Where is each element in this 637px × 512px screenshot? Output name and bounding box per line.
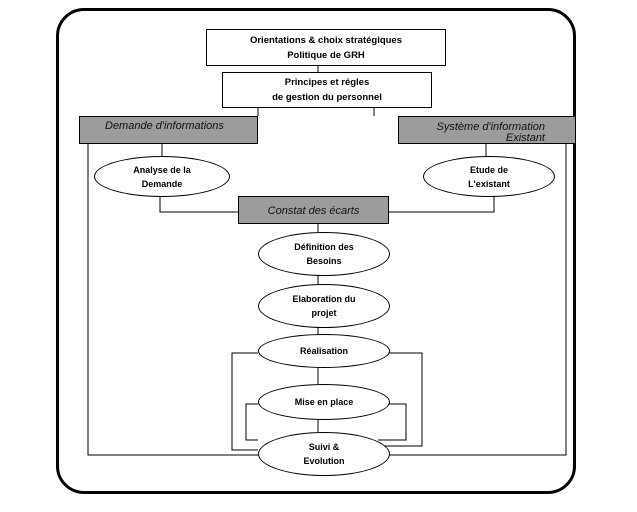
demand-analysis-line2: Demande — [141, 178, 183, 189]
step-realisation-oval: Réalisation — [258, 334, 390, 368]
gap-analysis-label: Constat des écarts — [267, 205, 360, 217]
management-principles-line2: de gestion du personnel — [272, 92, 382, 103]
existing-system-line1: Système d'information — [436, 121, 545, 133]
information-demand-bar: Demande d'informations — [79, 116, 258, 144]
project-design-line1: Elaboration du — [292, 294, 356, 304]
strategic-orientation-line2: Politique de GRH — [287, 49, 365, 61]
monitoring-line2: Evolution — [303, 456, 345, 466]
gap-analysis-bar: Constat des écarts — [238, 196, 389, 224]
needs-definition-line1: Définition des — [294, 242, 354, 252]
step-monitoring-oval: Suivi & Evolution — [258, 432, 390, 476]
project-design-line2: projet — [311, 308, 337, 318]
strategic-orientation-box: Orientations & choix stratégiques Politi… — [206, 29, 446, 66]
existing-study-line1: Etude de — [469, 164, 508, 175]
diagram-frame — [56, 8, 576, 494]
needs-definition-line2: Besoins — [306, 256, 342, 266]
deployment-label: Mise en place — [294, 397, 354, 407]
monitoring-line1: Suivi & — [308, 442, 340, 452]
management-principles-box: Principes et régles de gestion du person… — [222, 72, 432, 108]
information-demand-label: Demande d'informations — [105, 120, 224, 132]
existing-system-line2: Existant — [505, 132, 545, 144]
step-project-design-oval: Elaboration du projet — [258, 284, 390, 328]
existing-study-line2: L'existant — [468, 178, 510, 189]
existing-information-system-bar: Système d'information Existant — [398, 116, 576, 144]
step-deployment-oval: Mise en place — [258, 384, 390, 420]
realisation-label: Réalisation — [299, 346, 348, 356]
step-needs-definition-oval: Définition des Besoins — [258, 232, 390, 276]
demand-analysis-oval: Analyse de la Demande — [94, 156, 230, 197]
demand-analysis-line1: Analyse de la — [133, 164, 191, 175]
strategic-orientation-line1: Orientations & choix stratégiques — [249, 34, 403, 46]
existing-study-oval: Etude de L'existant — [423, 156, 555, 197]
management-principles-line1: Principes et régles — [284, 77, 370, 88]
